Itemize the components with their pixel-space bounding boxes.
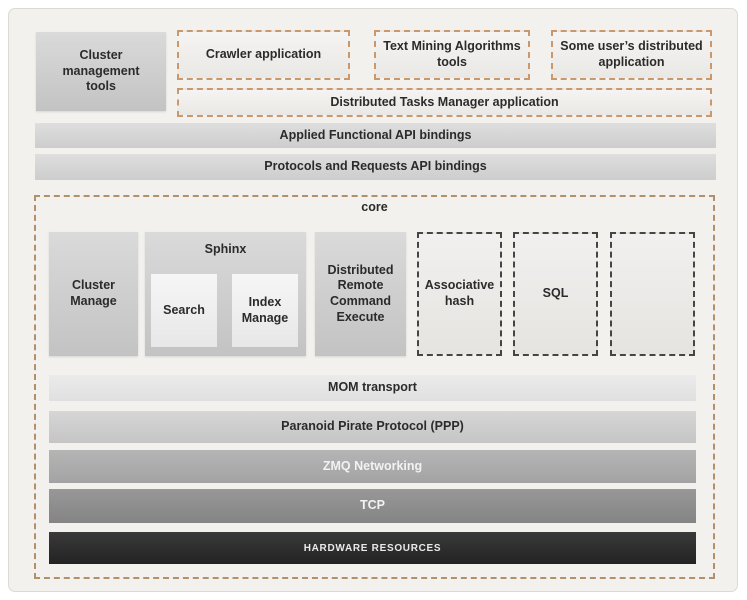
sphinx-label: Sphinx — [204, 242, 247, 256]
cluster-manage-box: Cluster Manage — [49, 232, 138, 356]
distributed-tasks-manager-label: Distributed Tasks Manager application — [330, 94, 559, 109]
tcp-bar: TCP — [49, 489, 696, 523]
zmq-networking-bar: ZMQ Networking — [49, 450, 696, 483]
text-mining-tools-box: Text Mining Algorithms tools — [374, 30, 530, 80]
sphinx-box: Sphinx Search Index Manage — [145, 232, 306, 356]
user-distributed-application-box: Some user’s distributed application — [551, 30, 712, 80]
applied-functional-api-bindings-bar: Applied Functional API bindings — [35, 123, 716, 148]
user-distributed-application-label: Some user’s distributed application — [560, 39, 703, 69]
architecture-diagram-panel: Cluster management tools Crawler applica… — [8, 8, 738, 592]
sphinx-index-manage-label: Index Manage — [241, 294, 289, 325]
distributed-remote-command-execute-box: Distributed Remote Command Execute — [315, 232, 406, 356]
protocols-requests-api-bindings-label: Protocols and Requests API bindings — [264, 159, 487, 174]
sql-box: SQL — [513, 232, 598, 356]
cluster-manage-label: Cluster Manage — [70, 278, 117, 308]
core-label: core — [361, 200, 388, 214]
distributed-tasks-manager-box: Distributed Tasks Manager application — [177, 88, 712, 117]
paranoid-pirate-protocol-bar: Paranoid Pirate Protocol (PPP) — [49, 411, 696, 443]
empty-module-box — [610, 232, 695, 356]
distributed-remote-command-execute-label: Distributed Remote Command Execute — [327, 262, 394, 324]
crawler-application-label: Crawler application — [205, 47, 322, 62]
protocols-requests-api-bindings-bar: Protocols and Requests API bindings — [35, 154, 716, 180]
sphinx-index-manage-box: Index Manage — [232, 274, 298, 347]
sphinx-search-label: Search — [163, 302, 205, 317]
core-container: core Cluster Manage Sphinx Search Index … — [34, 195, 715, 579]
paranoid-pirate-protocol-label: Paranoid Pirate Protocol (PPP) — [281, 419, 464, 434]
hardware-resources-label: HARDWARE RESOURCES — [303, 542, 442, 554]
tcp-label: TCP — [360, 498, 385, 513]
mom-transport-bar: MOM transport — [49, 375, 696, 401]
sql-label: SQL — [542, 286, 569, 301]
associative-hash-label: Associative hash — [424, 278, 495, 308]
mom-transport-label: MOM transport — [328, 380, 417, 395]
applied-functional-api-bindings-label: Applied Functional API bindings — [279, 127, 472, 142]
cluster-management-tools-box: Cluster management tools — [36, 32, 166, 111]
sphinx-search-box: Search — [151, 274, 217, 347]
zmq-networking-label: ZMQ Networking — [322, 458, 423, 473]
crawler-application-box: Crawler application — [177, 30, 350, 80]
text-mining-tools-label: Text Mining Algorithms tools — [383, 39, 521, 69]
cluster-management-tools-label: Cluster management tools — [62, 48, 140, 94]
associative-hash-box: Associative hash — [417, 232, 502, 356]
hardware-resources-bar: HARDWARE RESOURCES — [49, 532, 696, 564]
